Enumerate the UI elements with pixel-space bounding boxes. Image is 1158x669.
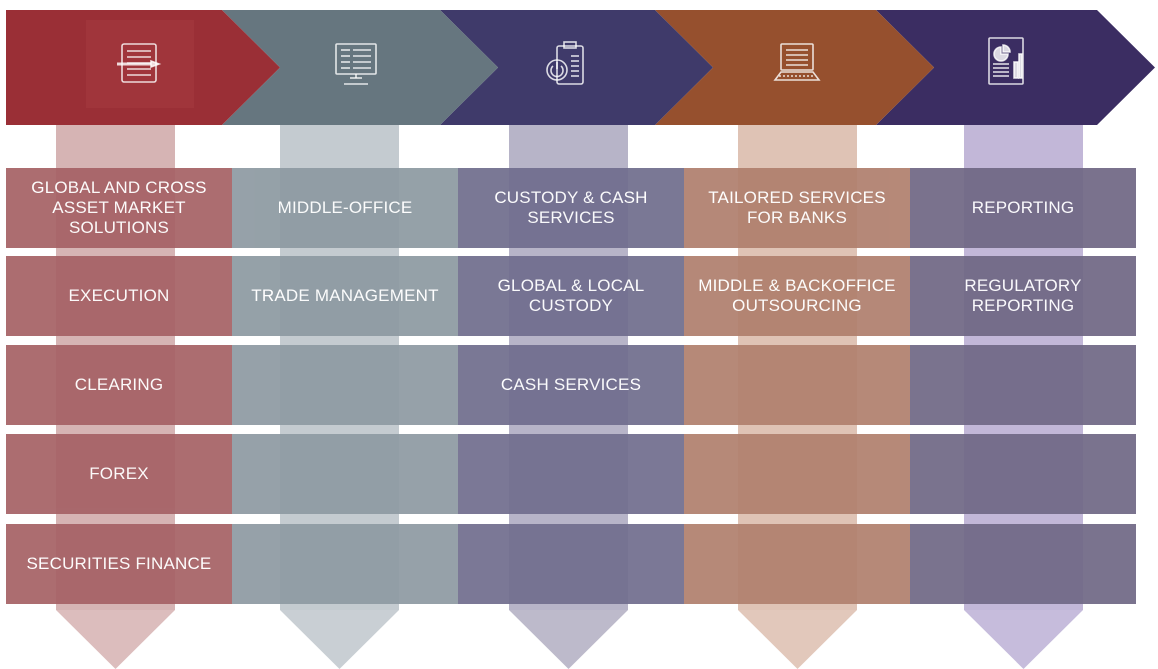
grid-cell-middle-office-row4: [232, 434, 458, 514]
grid-cell-global-markets-row4: FOREX: [6, 434, 232, 514]
laptop-icon: [773, 43, 821, 81]
down-arrow-reporting: [964, 610, 1083, 669]
grid-cell-custody-cash-row5: [458, 524, 684, 604]
grid-cell-middle-office-row1: MIDDLE-OFFICE: [232, 168, 458, 248]
grid-cell-bank-services-row2: MIDDLE & BACKOFFICE OUTSOURCING: [684, 256, 910, 336]
down-arrow-global-markets: [56, 610, 175, 669]
down-arrow-middle-office: [280, 610, 399, 669]
grid-cell-global-markets-row5: SECURITIES FINANCE: [6, 524, 232, 604]
grid-cell-global-markets-row2: EXECUTION: [6, 256, 232, 336]
grid-cell-reporting-row2: REGULATORY REPORTING: [910, 256, 1136, 336]
grid-cell-bank-services-row1: TAILORED SERVICES FOR BANKS: [684, 168, 910, 248]
clipboard-power-icon: [546, 41, 584, 85]
grid-cell-reporting-row4: [910, 434, 1136, 514]
header-icons: [117, 37, 1024, 85]
grid-cell-middle-office-row5: [232, 524, 458, 604]
grid-cell-bank-services-row3: [684, 345, 910, 425]
document-pen-icon: [117, 43, 162, 83]
grid-cell-bank-services-row4: [684, 434, 910, 514]
grid-cell-middle-office-row3: [232, 345, 458, 425]
monitor-code-icon: [335, 43, 377, 85]
grid-cell-global-markets-row1: GLOBAL AND CROSS ASSET MARKET SOLUTIONS: [6, 168, 232, 248]
down-arrow-custody-cash: [509, 610, 628, 669]
chevron-custody-cash: [440, 10, 713, 125]
chevron-bank-services: [655, 10, 934, 125]
grid-cell-middle-office-row2: TRADE MANAGEMENT: [232, 256, 458, 336]
grid-cell-custody-cash-row1: CUSTODY & CASH SERVICES: [458, 168, 684, 248]
grid-cell-custody-cash-row2: GLOBAL & LOCAL CUSTODY: [458, 256, 684, 336]
down-arrow-bank-services: [738, 610, 857, 669]
grid-cell-reporting-row5: [910, 524, 1136, 604]
grid-cell-bank-services-row5: [684, 524, 910, 604]
grid-cell-custody-cash-row3: CASH SERVICES: [458, 345, 684, 425]
grid-cell-reporting-row1: REPORTING: [910, 168, 1136, 248]
report-chart-icon: [988, 37, 1024, 85]
grid-cell-reporting-row3: [910, 345, 1136, 425]
grid-cell-global-markets-row3: CLEARING: [6, 345, 232, 425]
grid-cell-custody-cash-row4: [458, 434, 684, 514]
